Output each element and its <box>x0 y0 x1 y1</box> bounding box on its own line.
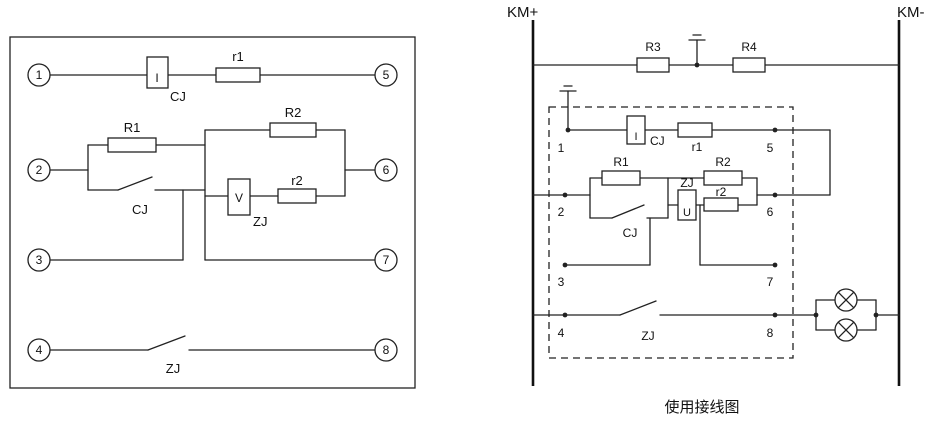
resistor-R2 <box>703 170 743 186</box>
terminal-5: 5 <box>374 63 398 87</box>
cj-contact-label: CJ <box>623 226 638 240</box>
terminal-6: 6 <box>374 158 398 182</box>
resistor-R1 <box>107 137 157 153</box>
resistor-R2 <box>269 122 317 138</box>
lamp-icon <box>834 318 858 342</box>
wiring-diagram: KM+ KM- <box>507 4 925 416</box>
zj-coil-label: ZJ <box>680 176 693 190</box>
point-8: 8 <box>767 326 774 340</box>
point-6: 6 <box>767 205 774 219</box>
lamp-icon <box>834 288 858 312</box>
zj-coil-box <box>227 178 251 216</box>
km-minus-label: KM- <box>897 4 925 21</box>
resistor-R1-label: R1 <box>124 120 141 135</box>
resistor-r2 <box>277 188 317 204</box>
ground-icon <box>688 34 706 66</box>
internal-schematic: I CJ r1 R1 R2 r2 V ZJ CJ ZJ 1 2 3 4 5 <box>9 36 416 389</box>
terminal-2: 2 <box>27 158 51 182</box>
cj-coil-symbol: I <box>155 71 158 85</box>
cj-contact-label: CJ <box>132 202 148 217</box>
point-3: 3 <box>558 275 565 289</box>
resistor-r2 <box>703 197 739 212</box>
svg-text:1: 1 <box>36 68 43 82</box>
terminal-1: 1 <box>27 63 51 87</box>
point-2: 2 <box>558 205 565 219</box>
ground-icon <box>559 85 577 131</box>
cj-coil-box <box>626 115 646 145</box>
resistor-R2-label: R2 <box>715 155 731 169</box>
resistor-R4-label: R4 <box>741 40 757 54</box>
resistor-R1-label: R1 <box>613 155 629 169</box>
svg-text:6: 6 <box>383 163 390 177</box>
zj-coil-symbol: U <box>683 207 691 219</box>
resistor-R2-label: R2 <box>285 105 302 120</box>
zj-coil-symbol: V <box>235 191 243 205</box>
zj-coil-box <box>677 189 697 221</box>
svg-text:2: 2 <box>36 163 43 177</box>
terminal-3: 3 <box>27 248 51 272</box>
resistor-r2-label: r2 <box>716 185 727 199</box>
resistor-r2-label: r2 <box>291 173 303 188</box>
svg-text:4: 4 <box>36 343 43 357</box>
zj-contact-label: ZJ <box>641 329 654 343</box>
caption: 使用接线图 <box>664 399 739 416</box>
zj-contact-label: ZJ <box>166 361 180 376</box>
resistor-r1-label: r1 <box>232 49 244 64</box>
zj-coil-label: ZJ <box>253 214 267 229</box>
zj-contact-blade <box>147 335 186 351</box>
cj-coil-symbol: I <box>634 131 637 143</box>
schematic-border <box>9 36 416 389</box>
cj-coil-box <box>146 56 169 89</box>
resistor-R3 <box>636 57 670 73</box>
svg-text:3: 3 <box>36 253 43 267</box>
cj-coil-label: CJ <box>170 89 186 104</box>
point-1: 1 <box>558 141 565 155</box>
svg-text:8: 8 <box>383 343 390 357</box>
svg-text:7: 7 <box>383 253 390 267</box>
wiring-wires <box>532 64 900 331</box>
resistor-R3-label: R3 <box>645 40 661 54</box>
cj-contact-blade <box>611 204 645 219</box>
junction-dots <box>562 62 879 318</box>
terminal-4: 4 <box>27 338 51 362</box>
resistor-r1 <box>215 67 261 83</box>
zj-contact-blade <box>619 300 657 316</box>
resistor-r1-label: r1 <box>692 140 703 154</box>
relay-dashed-outline <box>548 106 794 359</box>
resistor-R1 <box>601 170 641 186</box>
resistor-R4 <box>732 57 766 73</box>
resistor-r1 <box>677 122 713 138</box>
cj-coil-label: CJ <box>650 134 665 148</box>
point-7: 7 <box>767 275 774 289</box>
terminal-7: 7 <box>374 248 398 272</box>
cj-contact-blade <box>117 176 153 191</box>
km-plus-label: KM+ <box>507 4 539 21</box>
svg-text:5: 5 <box>383 68 390 82</box>
point-4: 4 <box>558 326 565 340</box>
point-5: 5 <box>767 141 774 155</box>
terminal-8: 8 <box>374 338 398 362</box>
schematic-wires <box>49 74 376 351</box>
